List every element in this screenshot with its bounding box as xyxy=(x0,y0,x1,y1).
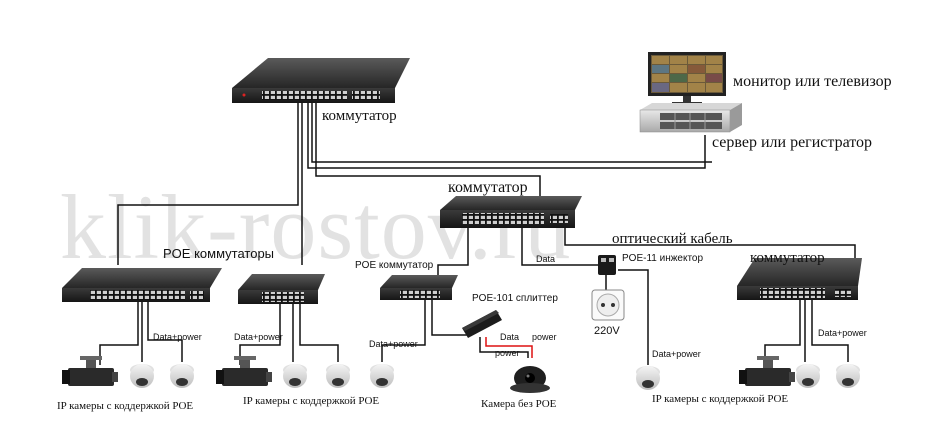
dome-camera-icon xyxy=(370,364,394,388)
label-cams-group-3: IP камеры с коддержкой POE xyxy=(652,393,788,405)
dark-dome-camera-icon xyxy=(510,366,550,393)
poe-splitter xyxy=(462,310,502,338)
dome-camera-icon xyxy=(283,364,307,388)
center-switch xyxy=(440,196,582,228)
label-data-power-3: Data+power xyxy=(369,339,418,349)
poe-switch-single xyxy=(380,275,458,300)
label-optical-cable: оптический кабель xyxy=(612,231,733,247)
label-monitor: монитор или телевизор xyxy=(733,73,892,90)
label-right-switch: коммутатор xyxy=(750,250,825,266)
label-splitter-power-right: power xyxy=(532,332,557,342)
dome-camera-icon xyxy=(326,364,350,388)
label-cams-group-1: IP камеры с коддержкой POE xyxy=(57,400,193,412)
label-data-power-1: Data+power xyxy=(153,332,202,342)
label-cam-no-poe: Камера без POE xyxy=(481,398,557,410)
box-camera-icon xyxy=(739,356,795,386)
poe-injector xyxy=(598,255,616,275)
monitor xyxy=(648,52,726,105)
label-data-link: Data xyxy=(536,254,555,264)
dome-camera-icon xyxy=(636,366,660,390)
label-server: сервер или регистратор xyxy=(712,134,872,151)
label-poe-switches: POE коммутаторы xyxy=(163,246,274,261)
dome-camera-icon xyxy=(130,364,154,388)
label-data-power-4: Data+power xyxy=(652,349,701,359)
label-center-switch: коммутатор xyxy=(448,179,528,196)
label-voltage: 220V xyxy=(594,325,620,337)
box-camera-icon xyxy=(62,356,118,386)
poe-switch-left xyxy=(62,268,222,302)
power-socket-icon xyxy=(591,289,625,321)
dome-camera-icon xyxy=(170,364,194,388)
label-data-power-2: Data+power xyxy=(234,332,283,342)
wires xyxy=(99,98,856,365)
poe-switch-mid xyxy=(238,274,325,304)
label-cams-group-2: IP камеры с коддержкой POE xyxy=(243,395,379,407)
label-poe-switch-single: POE коммутатор xyxy=(355,260,434,271)
label-splitter-power-left: power xyxy=(495,348,520,358)
box-camera-icon xyxy=(216,356,272,386)
label-splitter: POE-101 сплиттер xyxy=(472,293,558,304)
main-switch xyxy=(232,58,410,103)
server xyxy=(639,103,742,133)
label-main-switch: коммутатор xyxy=(322,108,397,124)
right-switch xyxy=(737,258,862,300)
label-data-power-5: Data+power xyxy=(818,328,867,338)
dome-camera-icon xyxy=(836,364,860,388)
label-splitter-data: Data xyxy=(500,332,519,342)
label-injector: POE-11 инжектор xyxy=(622,253,703,264)
dome-camera-icon xyxy=(796,364,820,388)
